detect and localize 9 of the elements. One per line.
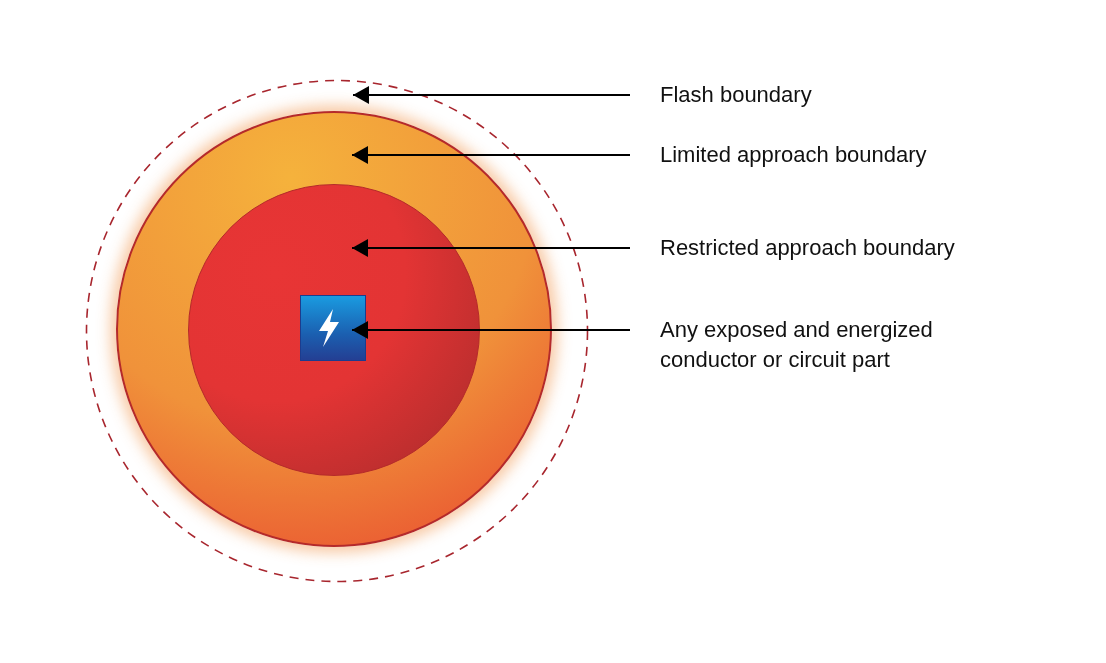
boundary-label: Limited approach boundary xyxy=(660,141,928,169)
leader-arrow xyxy=(351,146,631,164)
boundary-label: Flash boundary xyxy=(660,81,813,109)
leader-arrow xyxy=(351,321,631,339)
leader-arrow xyxy=(352,86,631,104)
conductor-box xyxy=(300,295,366,361)
boundary-label: Any exposed and energized conductor or circuit part xyxy=(660,316,934,374)
boundary-label: Restricted approach boundary xyxy=(660,234,956,262)
leader-arrow xyxy=(351,239,631,257)
